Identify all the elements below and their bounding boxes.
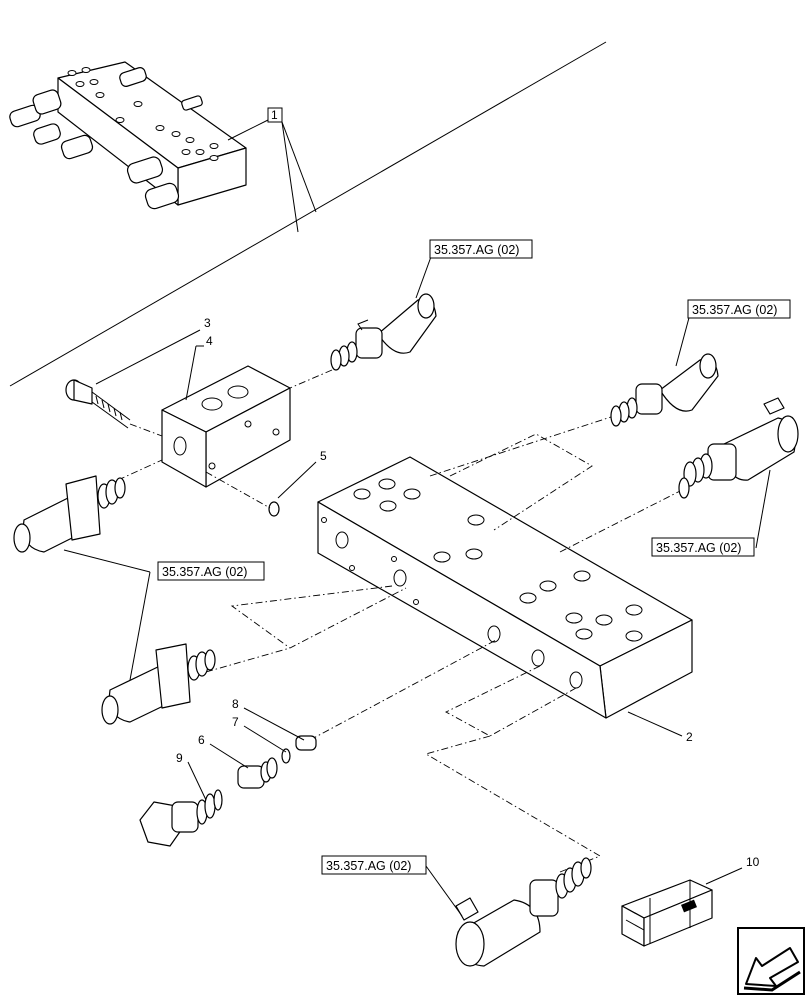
o-ring: 5 [268, 449, 327, 517]
ref-top-center-label: 35.357.AG (02) [434, 243, 519, 257]
ref-mid-right: 35.357.AG (02) [651, 469, 771, 557]
callout-3-label: 3 [204, 316, 211, 330]
callout-10-label: 10 [746, 855, 760, 869]
ref-bottom-label: 35.357.AG (02) [326, 859, 411, 873]
ref-top-right: 35.357.AG (02) [675, 299, 791, 367]
plug-assembly [139, 735, 317, 847]
bolt [65, 379, 131, 429]
solenoid-valve-right [678, 397, 799, 499]
callout-9: 9 [176, 751, 207, 801]
callout-4-label: 4 [206, 334, 213, 348]
cartridge-valve-left-lower [101, 643, 216, 725]
assembly-center-lines [117, 369, 687, 873]
ref-top-center: 35.357.AG (02) [415, 239, 533, 299]
ref-top-right-label: 35.357.AG (02) [692, 303, 777, 317]
separator-line [9, 41, 607, 387]
adapter-block [161, 365, 291, 488]
callout-6: 6 [198, 733, 249, 769]
assembly-thumbnail [9, 61, 247, 210]
callout-6-label: 6 [198, 733, 205, 747]
callout-2: 2 [627, 711, 693, 744]
cartridge-valve-bottom [455, 857, 592, 967]
callout-9-label: 9 [176, 751, 183, 765]
kit-box: 10 [621, 855, 760, 947]
callout-7: 7 [232, 715, 287, 753]
ref-mid-right-label: 35.357.AG (02) [656, 541, 741, 555]
ref-mid-left: 35.357.AG (02) [63, 549, 265, 681]
cartridge-valve-left-upper [13, 475, 126, 553]
callout-1: 1 [227, 107, 317, 233]
arrow-icon[interactable] [737, 927, 805, 995]
cartridge-valve-top-right [610, 353, 719, 427]
callout-7-label: 7 [232, 715, 239, 729]
callout-8: 8 [232, 697, 305, 741]
callout-2-label: 2 [686, 730, 693, 744]
callout-8-label: 8 [232, 697, 239, 711]
ref-bottom: 35.357.AG (02) [321, 855, 463, 917]
ref-mid-left-label: 35.357.AG (02) [162, 565, 247, 579]
callout-1-label: 1 [271, 108, 278, 122]
callout-3: 3 [95, 316, 211, 385]
callout-4: 4 [185, 334, 213, 401]
valve-manifold-block [317, 456, 693, 719]
cartridge-valve-top-center [330, 293, 437, 371]
callout-5-label: 5 [320, 449, 327, 463]
